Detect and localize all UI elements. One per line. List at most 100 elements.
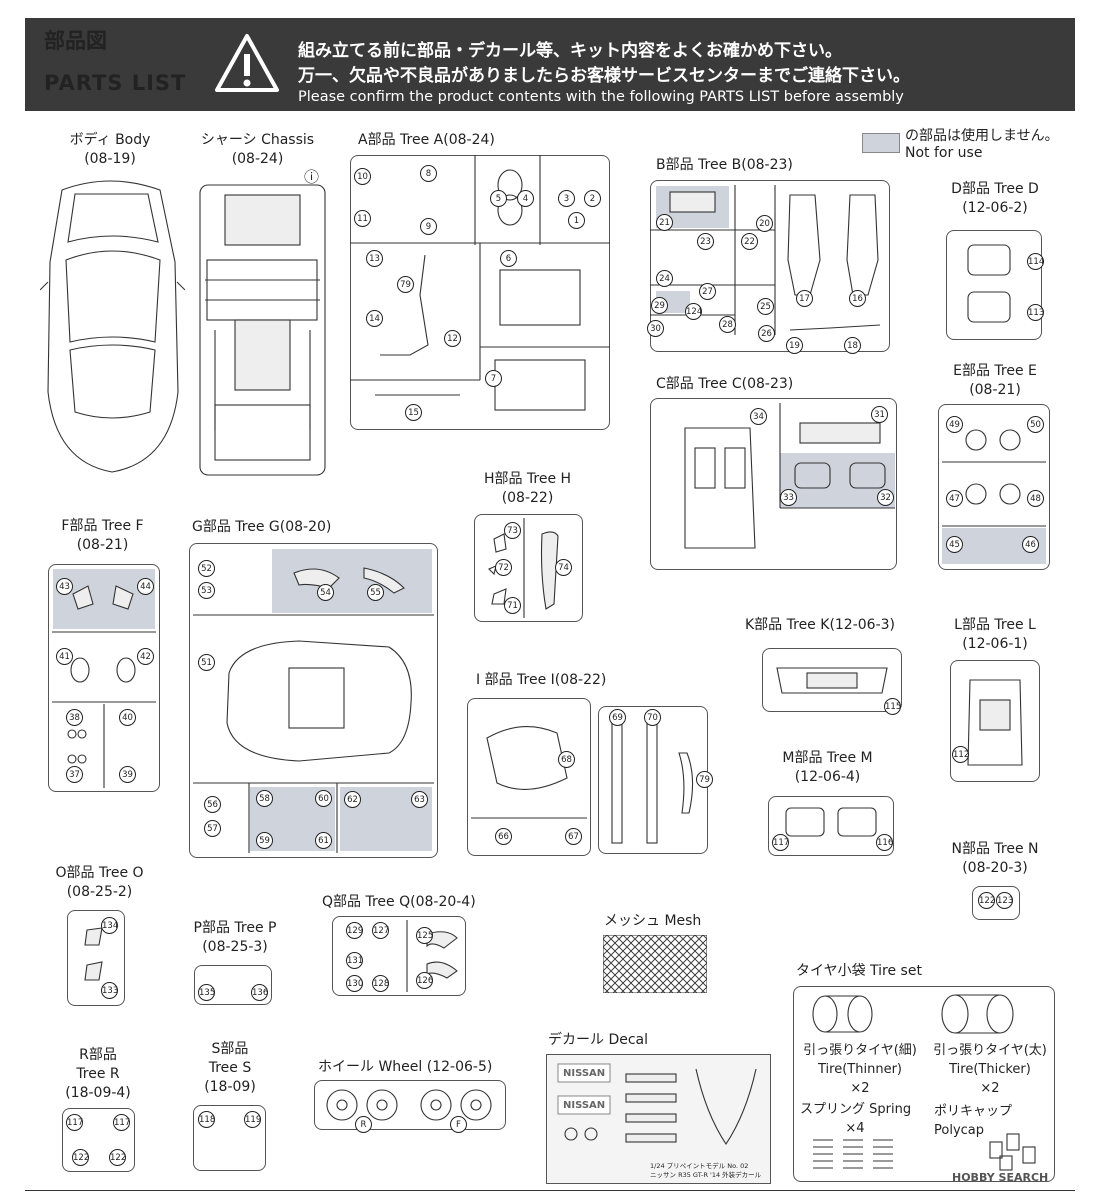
part-number: 59 — [256, 832, 273, 849]
tireset-title: タイヤ小袋 Tire set — [796, 963, 922, 979]
part-number: 13 — [366, 250, 383, 267]
tree-k-drawing — [776, 667, 888, 694]
part-number: 69 — [609, 709, 626, 726]
part-number: 8 — [420, 165, 437, 182]
tree-l-label: L部品 Tree L(12-06-1) — [954, 617, 1036, 652]
part-number: 21 — [656, 214, 673, 231]
not-for-use-swatch — [862, 133, 900, 153]
part-number: 122 — [109, 1149, 126, 1166]
legend-line-1: の部品は使用しません。 — [905, 128, 1059, 144]
tree-b-label: B部品 Tree B(08-23) — [656, 157, 793, 173]
part-number: 129 — [346, 922, 363, 939]
part-number: 124 — [685, 303, 702, 320]
part-number: 79 — [397, 276, 414, 293]
wheel-mark-r: R — [355, 1116, 372, 1133]
bottom-rule — [25, 1190, 1075, 1191]
decal-label: デカール Decal — [548, 1032, 649, 1048]
part-number: 114 — [1027, 253, 1044, 270]
part-number: 41 — [56, 648, 73, 665]
part-number: 134 — [101, 917, 118, 934]
part-number: 2 — [584, 190, 601, 207]
tree-d-drawing — [967, 244, 1011, 323]
watermark: HOBBY SEARCH — [952, 1171, 1049, 1184]
part-number: 29 — [651, 297, 668, 314]
part-number: 43 — [56, 578, 73, 595]
tree-i-label: I 部品 Tree I(08-22) — [476, 672, 607, 688]
polycap-drawing — [989, 1133, 1036, 1171]
tree-i-frame-2 — [598, 706, 708, 854]
part-number: 60 — [315, 790, 332, 807]
part-number: 26 — [758, 325, 775, 342]
part-number: 12 — [444, 330, 461, 347]
part-number: 112 — [952, 746, 969, 763]
part-number: 48 — [1027, 490, 1044, 507]
part-number: 4 — [517, 190, 534, 207]
tire-thicker-label: 引っ張りタイヤ(太)Tire(Thicker)×2 — [933, 1043, 1047, 1096]
tree-g-label: G部品 Tree G(08-20) — [192, 519, 332, 535]
body-label: ボディ Body(08-19) — [69, 132, 151, 167]
part-number: 56 — [204, 796, 221, 813]
part-number: 54 — [317, 584, 334, 601]
body-part-drawing — [40, 180, 185, 473]
legend-line-2: Not for use — [905, 145, 983, 161]
part-number: 50 — [1027, 416, 1044, 433]
part-number: 19 — [786, 337, 803, 354]
decal-brand-2: NISSAN — [563, 1100, 606, 1111]
part-number: 51 — [198, 654, 215, 671]
chassis-label: シャーシ Chassis(08-24) — [200, 132, 315, 167]
part-number: 131 — [346, 952, 363, 969]
part-number: 37 — [66, 766, 83, 783]
part-number: 31 — [871, 406, 888, 423]
part-number: 71 — [504, 597, 521, 614]
tree-c-unused — [780, 453, 895, 508]
part-number: 53 — [198, 582, 215, 599]
mesh-drawing — [603, 935, 707, 993]
part-number: 61 — [315, 832, 332, 849]
part-number: 117 — [772, 834, 789, 851]
part-number: 62 — [344, 791, 361, 808]
part-number: 11 — [354, 210, 371, 227]
tree-o-drawing — [84, 927, 103, 981]
part-number: 72 — [495, 559, 512, 576]
tree-q-label: Q部品 Tree Q(08-20-4) — [322, 894, 476, 910]
part-number: 128 — [372, 975, 389, 992]
tree-f-drawing — [52, 585, 156, 788]
tree-c-label: C部品 Tree C(08-23) — [656, 376, 794, 392]
part-number: 30 — [647, 320, 664, 337]
part-number: 63 — [411, 791, 428, 808]
part-number: 118 — [198, 1111, 215, 1128]
tree-g-drawing — [193, 567, 434, 853]
part-number: 27 — [699, 283, 716, 300]
warning-icon — [215, 34, 279, 92]
part-number: 52 — [198, 560, 215, 577]
tree-f-unused — [53, 569, 155, 629]
spring-label: スプリング Spring×4 — [800, 1102, 912, 1136]
wheel-mark-f: F — [450, 1116, 467, 1133]
tree-e-label: E部品 Tree E(08-21) — [953, 363, 1037, 398]
part-number: 18 — [844, 337, 861, 354]
part-number: 55 — [367, 584, 384, 601]
part-number: 70 — [644, 709, 661, 726]
part-number: 5 — [490, 190, 507, 207]
tree-f-label: F部品 Tree F(08-21) — [61, 518, 144, 553]
part-number: 123 — [996, 892, 1013, 909]
title-jp: 部品図 — [44, 29, 107, 53]
tree-a-label: A部品 Tree A(08-24) — [358, 132, 495, 148]
part-number: 116 — [876, 834, 893, 851]
tree-p-label: P部品 Tree P(08-25-3) — [193, 920, 277, 955]
tree-a-dividers — [350, 155, 610, 411]
part-number: 22 — [741, 233, 758, 250]
part-number: 122 — [978, 892, 995, 909]
tree-m-drawing — [785, 807, 877, 837]
chassis-part-drawing — [199, 184, 326, 476]
part-number: 32 — [877, 489, 894, 506]
part-number: 42 — [137, 648, 154, 665]
part-number: 17 — [796, 290, 813, 307]
notice-line-2: 万一、欠品や不良品がありましたらお客様サービスセンターまでご連絡下さい。 — [298, 66, 910, 86]
part-number: 136 — [251, 984, 268, 1001]
part-number: 68 — [558, 751, 575, 768]
tire-thinner-drawing — [812, 995, 873, 1033]
decal-brand-1: NISSAN — [563, 1068, 606, 1079]
